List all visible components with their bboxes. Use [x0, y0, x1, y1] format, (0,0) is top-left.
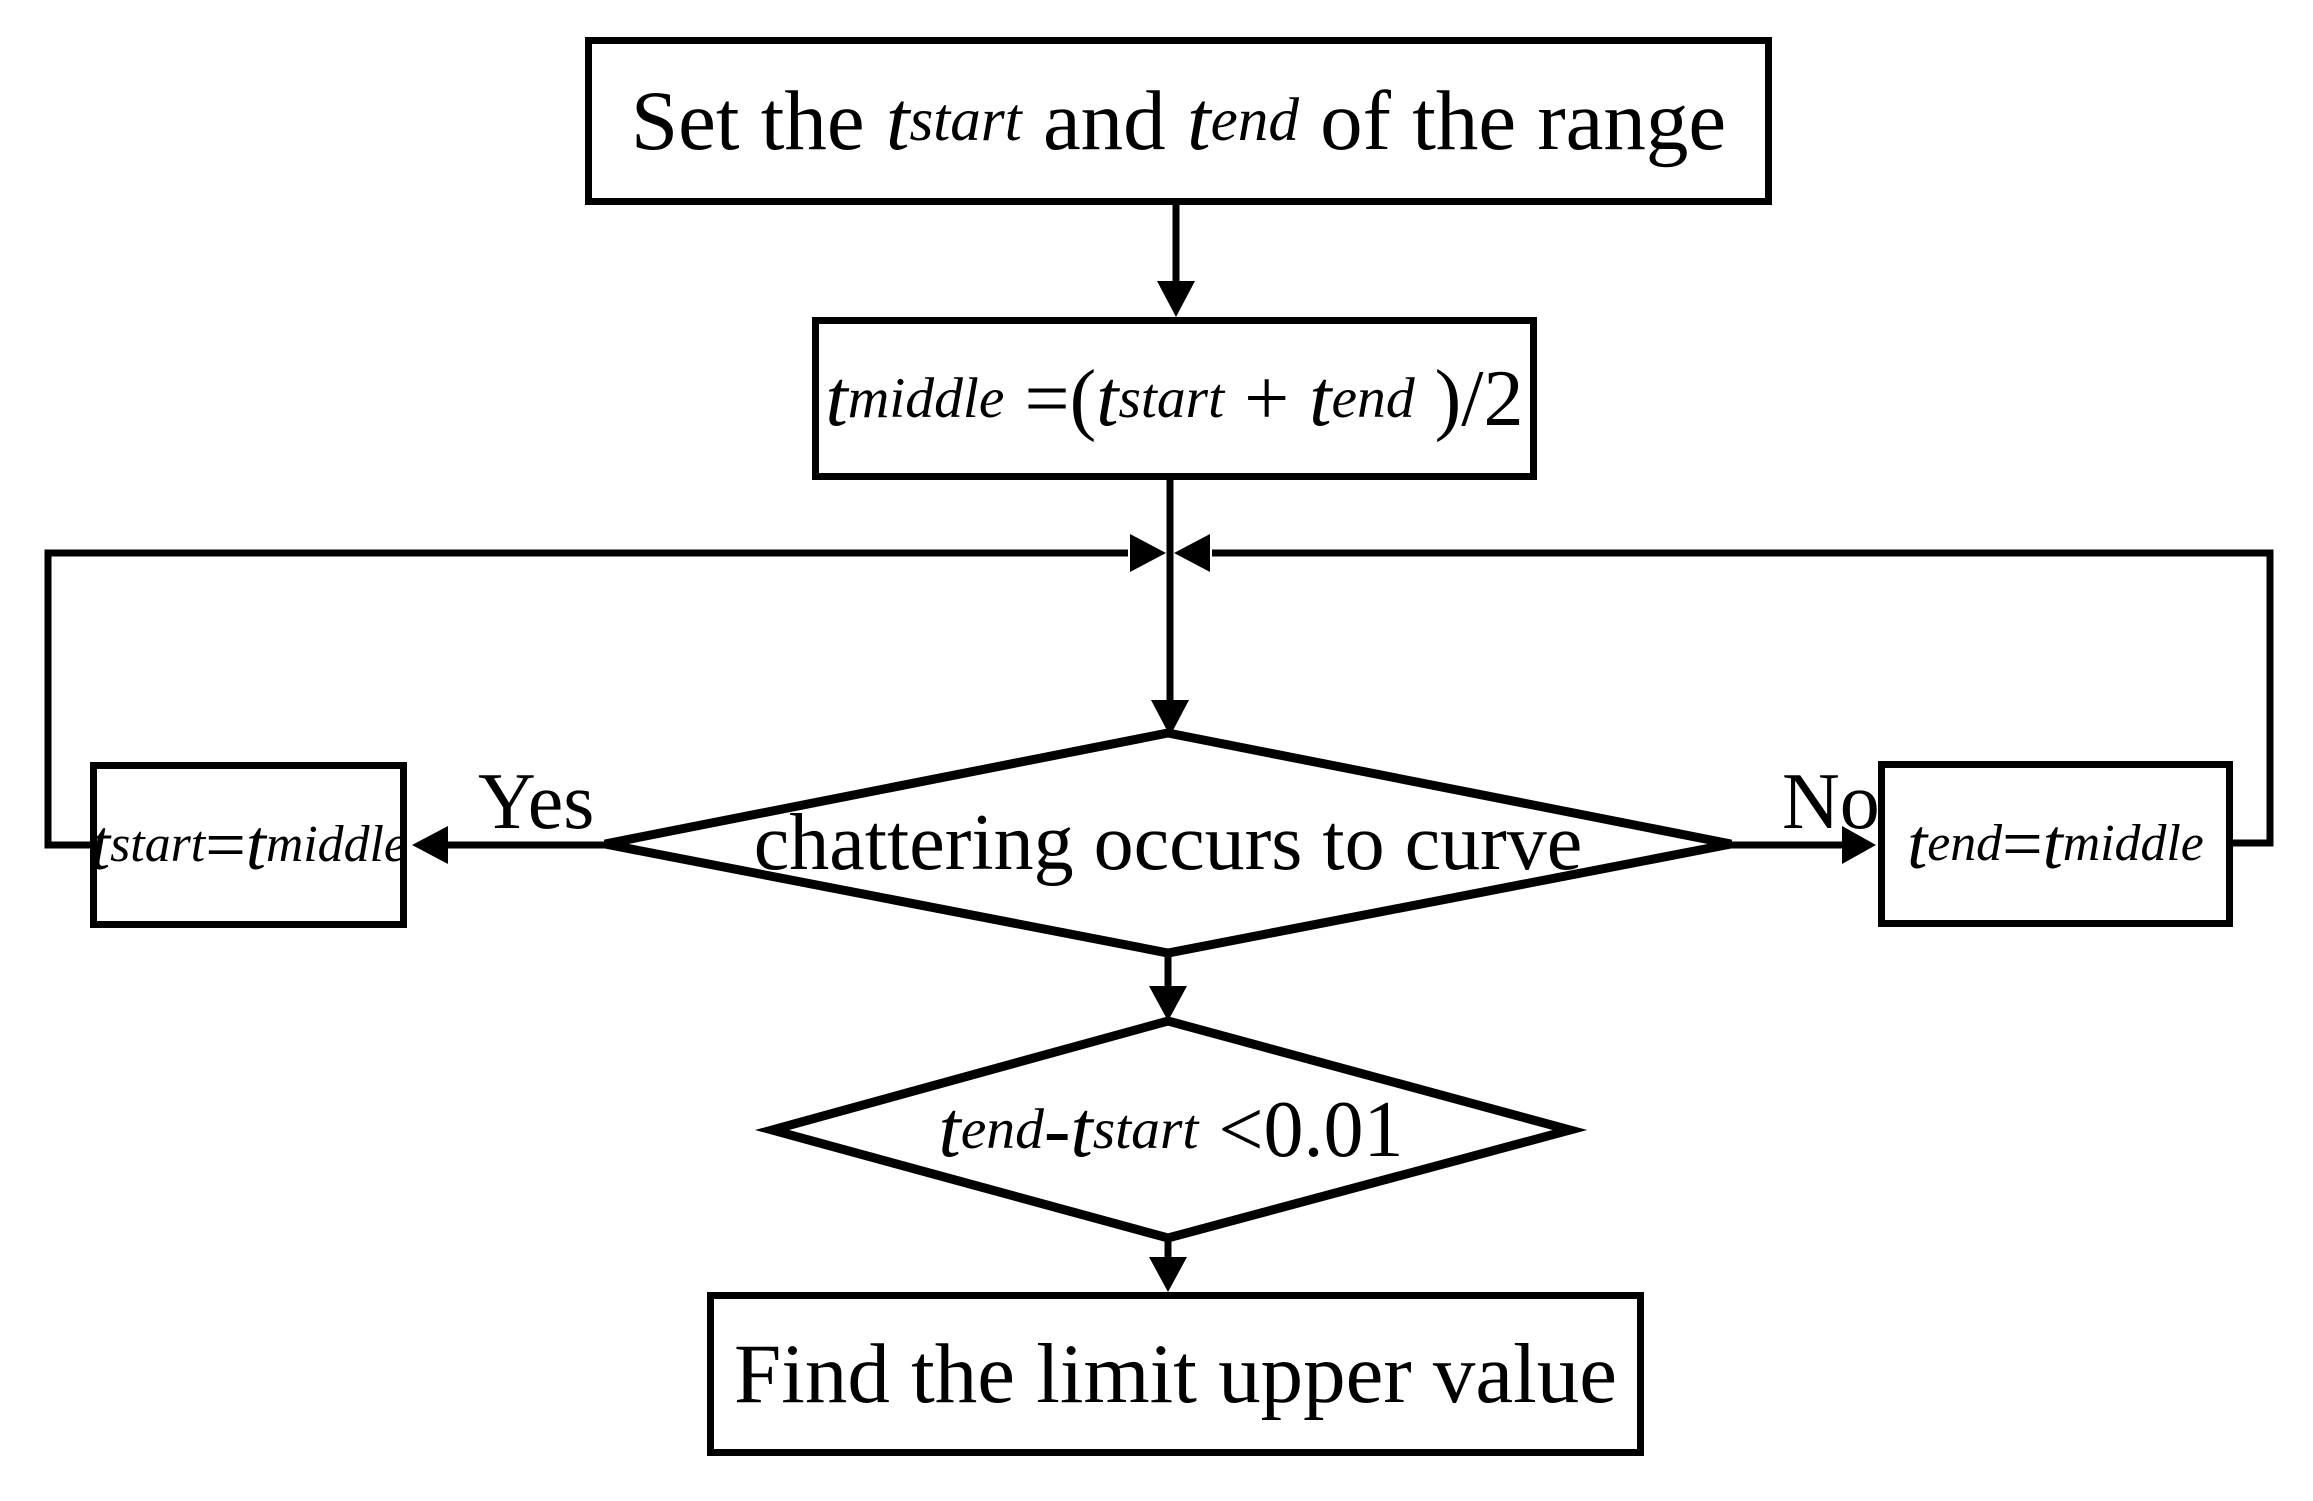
- arrow-tolerance-to-find-limit: [1149, 1238, 1187, 1292]
- arrow-yes-branch: [412, 826, 605, 864]
- arrow-no-branch: [1731, 826, 1876, 864]
- arrow-compute-middle-to-chattering: [1151, 480, 1189, 736]
- edge-label-no: No: [1782, 758, 1880, 846]
- loop-set-end-to-junction: [1174, 534, 2274, 847]
- node-find-limit: Find the limit upper value: [707, 1292, 1644, 1456]
- arrow-set-range-to-compute-middle: [1157, 205, 1195, 317]
- label-chattering-decision: chattering occurs to curve: [753, 799, 1583, 887]
- edge-label-yes: Yes: [478, 758, 595, 846]
- diamond-chattering-decision: [604, 728, 1732, 958]
- arrow-chattering-to-tolerance: [1149, 953, 1187, 1021]
- loop-set-start-to-junction: [44, 534, 1166, 849]
- diamond-tolerance-decision: [754, 1016, 1588, 1243]
